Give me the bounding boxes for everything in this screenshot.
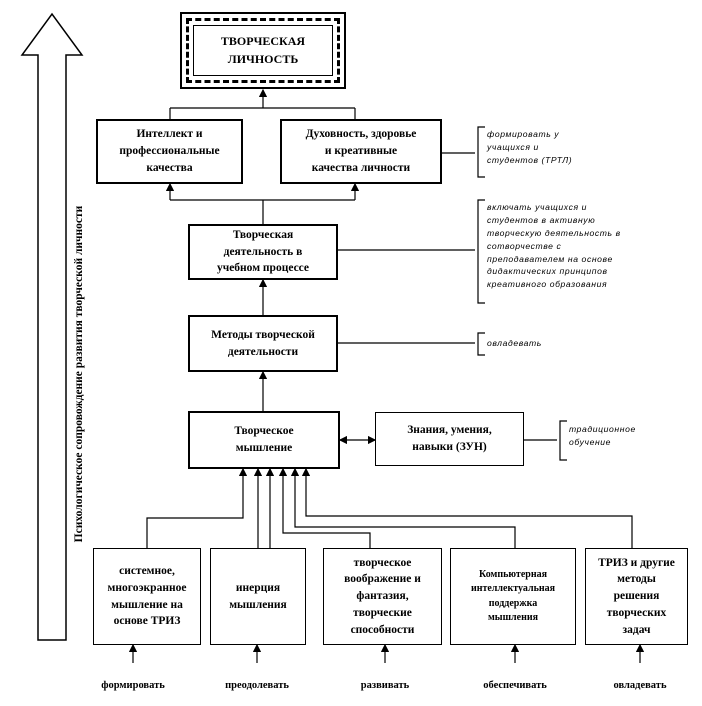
- intellect-box: Интеллект и профессиональные качества: [96, 119, 243, 184]
- spirituality-box: Духовность, здоровье и креативные качест…: [280, 119, 442, 184]
- computer-support-box: Компьютерная интеллектуальная поддержка …: [450, 548, 576, 645]
- imagination-box: творческое воображение и фантазия, творч…: [323, 548, 442, 645]
- personality-frame: ТВОРЧЕСКАЯ ЛИЧНОСТЬ: [180, 12, 346, 89]
- verb-master: овладевать: [613, 680, 667, 691]
- creative-personality-label: ТВОРЧЕСКАЯ ЛИЧНОСТЬ: [220, 34, 306, 66]
- verb-overcome: преодолевать: [225, 680, 289, 691]
- inertia-box: инерция мышления: [210, 548, 306, 645]
- note-traditional: традиционное обучение: [569, 424, 636, 447]
- verb-develop: развивать: [360, 680, 410, 691]
- verb-form: формировать: [101, 680, 165, 691]
- triz-methods-box: ТРИЗ и другие методы решения творческих …: [585, 548, 688, 645]
- note-master: овладевать: [487, 338, 542, 348]
- systemic-thinking-box: системное, многоэкранное мышление на осн…: [93, 548, 201, 645]
- methods-box: Методы творческой деятельности: [188, 315, 338, 372]
- side-label: Психологическое сопровождение развития т…: [73, 205, 85, 543]
- side-arrow-shape: [20, 12, 84, 641]
- note-involve: включать учащихся и студентов в активную…: [487, 202, 621, 290]
- creative-thinking-box: Творческое мышление: [188, 411, 340, 469]
- zun-box: Знания, умения, навыки (ЗУН): [375, 412, 524, 466]
- verb-provide: обеспечивать: [483, 680, 547, 691]
- note-form-students: формировать у учащихся и студентов (ТРТЛ…: [487, 129, 573, 165]
- creative-activity-box: Творческая деятельность в учебном процес…: [188, 224, 338, 280]
